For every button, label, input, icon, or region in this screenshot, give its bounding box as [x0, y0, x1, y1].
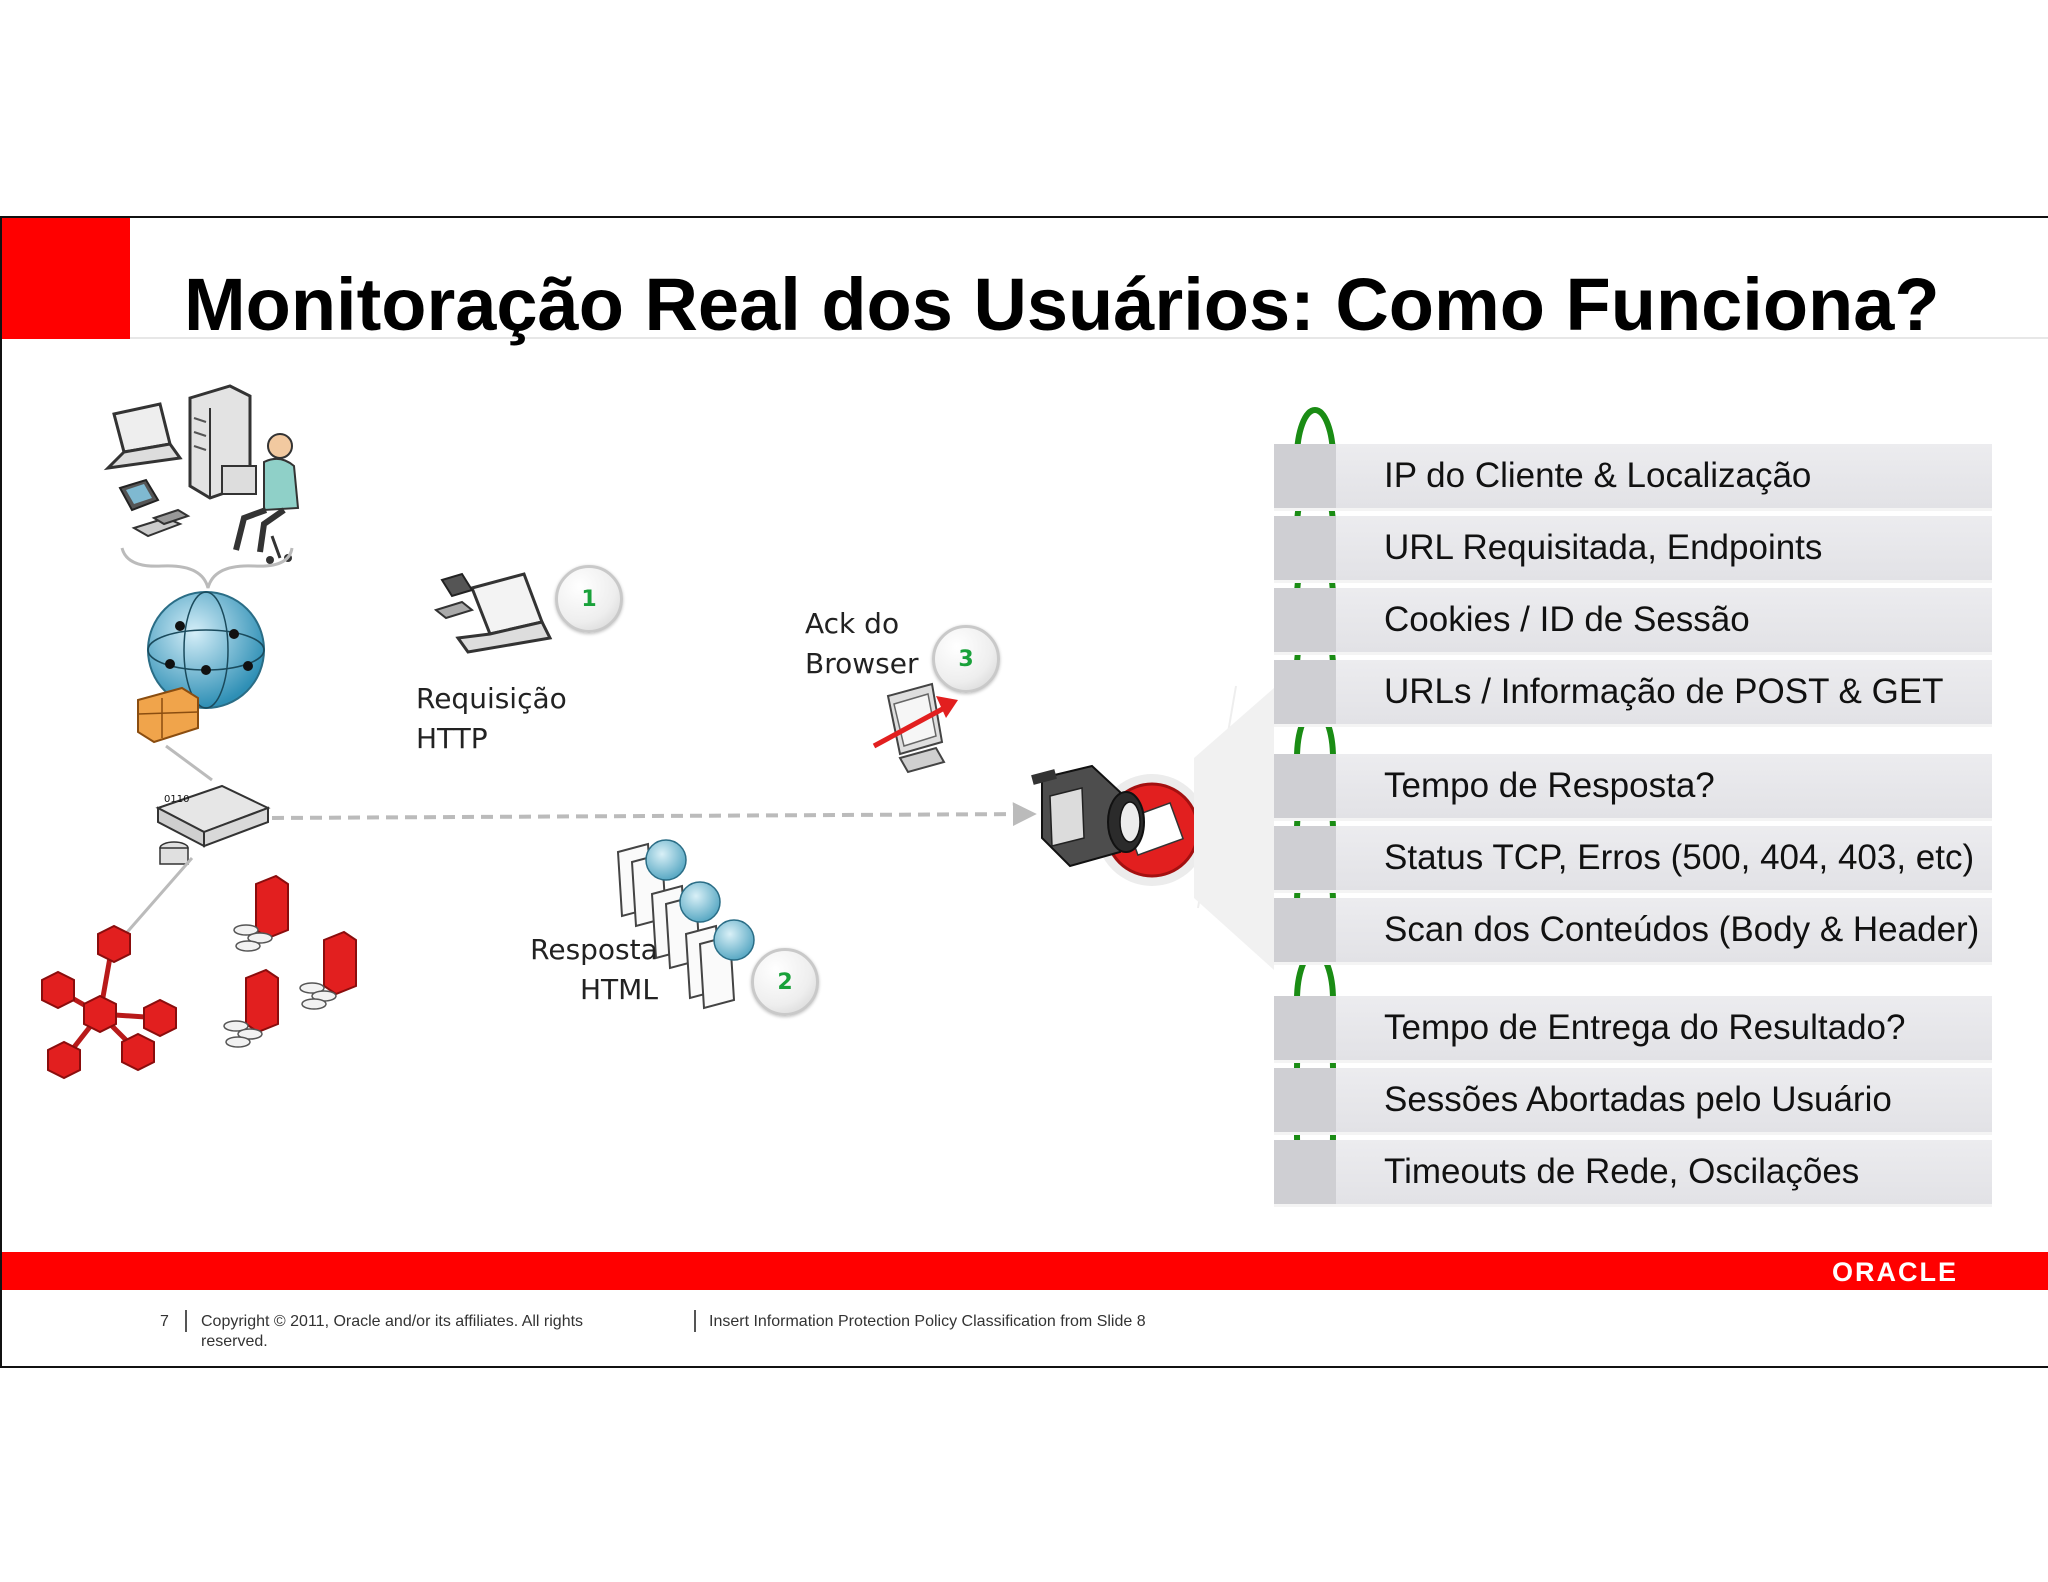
ack-label-line1: Ack do	[805, 607, 900, 640]
slide-title: Monitoração Real dos Usuários: Como Func…	[184, 263, 1940, 346]
title-accent-block	[2, 218, 130, 339]
pda-icon	[118, 478, 160, 512]
disk-storage-icon	[223, 924, 337, 1048]
footer-red-bar	[2, 1252, 2048, 1290]
step-badge-2: 2	[751, 948, 819, 1016]
backend-cluster-icon	[41, 924, 177, 1080]
metric-label: URL Requisitada, Endpoints	[1384, 528, 1823, 567]
laptop-icon	[103, 402, 183, 471]
metric-item: URL Requisitada, Endpoints	[1274, 516, 1992, 580]
internet-globe-icon	[147, 591, 265, 709]
metric-item: IP do Cliente & Localização	[1274, 444, 1992, 508]
database-server-icon	[245, 874, 357, 1034]
response-label: Resposta HTML	[530, 930, 658, 1010]
metric-label: Cookies / ID de Sessão	[1384, 600, 1750, 639]
metric-label: Timeouts de Rede, Oscilações	[1384, 1152, 1860, 1191]
ack-label: Ack do Browser	[805, 604, 918, 684]
capture-flow-arrow	[271, 802, 1037, 827]
client-device-icon	[433, 572, 553, 654]
title-divider	[130, 337, 2048, 339]
metric-label: Status TCP, Erros (500, 404, 403, etc)	[1384, 838, 1975, 877]
metric-item: Tempo de Entrega do Resultado?	[1274, 996, 1992, 1060]
copyright-text: Copyright © 2011, Oracle and/or its affi…	[201, 1313, 584, 1350]
response-label-line1: Resposta	[530, 933, 658, 966]
request-label: Requisição HTTP	[416, 679, 567, 759]
ack-label-line2: Browser	[805, 647, 919, 680]
request-label-line1: Requisição	[416, 682, 567, 715]
footer-separator	[185, 1310, 187, 1332]
html-pages-icon	[616, 839, 755, 1010]
metric-label: Scan dos Conteúdos (Body & Header)	[1384, 910, 1980, 949]
firewall-icon	[137, 686, 199, 744]
step-badge-1: 1	[555, 565, 623, 633]
metric-label: IP do Cliente & Localização	[1384, 456, 1812, 495]
metric-item: Cookies / ID de Sessão	[1274, 588, 1992, 652]
metric-item: Sessões Abortadas pelo Usuário	[1274, 1068, 1992, 1132]
metric-label: URLs / Informação de POST & GET	[1384, 672, 1944, 711]
camera-view-fan	[1194, 688, 1274, 970]
mobile-phone-icon	[131, 508, 191, 538]
metric-item: Status TCP, Erros (500, 404, 403, etc)	[1274, 826, 1992, 890]
metric-label: Tempo de Resposta?	[1384, 766, 1715, 805]
person-at-desk-icon	[221, 433, 300, 564]
svg-text:0110: 0110	[164, 794, 189, 805]
response-label-line2: HTML	[580, 973, 658, 1006]
metric-item: Timeouts de Rede, Oscilações	[1274, 1140, 1992, 1204]
browser-ack-icon	[872, 682, 958, 774]
architecture-illustration: 0110	[41, 384, 1336, 1187]
metric-label: Sessões Abortadas pelo Usuário	[1384, 1080, 1892, 1119]
page-number: 7	[160, 1313, 169, 1330]
network-switch-icon: 0110	[155, 784, 271, 865]
metric-item: URLs / Informação de POST & GET	[1274, 660, 1992, 724]
classification-text: Insert Information Protection Policy Cla…	[709, 1313, 1146, 1330]
metric-label: Tempo de Entrega do Resultado?	[1384, 1008, 1906, 1047]
request-label-line2: HTTP	[416, 722, 488, 755]
slide: Monitoração Real dos Usuários: Como Func…	[0, 216, 2048, 1368]
step-badge-3: 3	[932, 625, 1000, 693]
footer-separator	[694, 1310, 696, 1332]
metric-item: Scan dos Conteúdos (Body & Header)	[1274, 898, 1992, 962]
oracle-logo: ORACLE	[1832, 1257, 1958, 1287]
metric-item: Tempo de Resposta?	[1274, 754, 1992, 818]
